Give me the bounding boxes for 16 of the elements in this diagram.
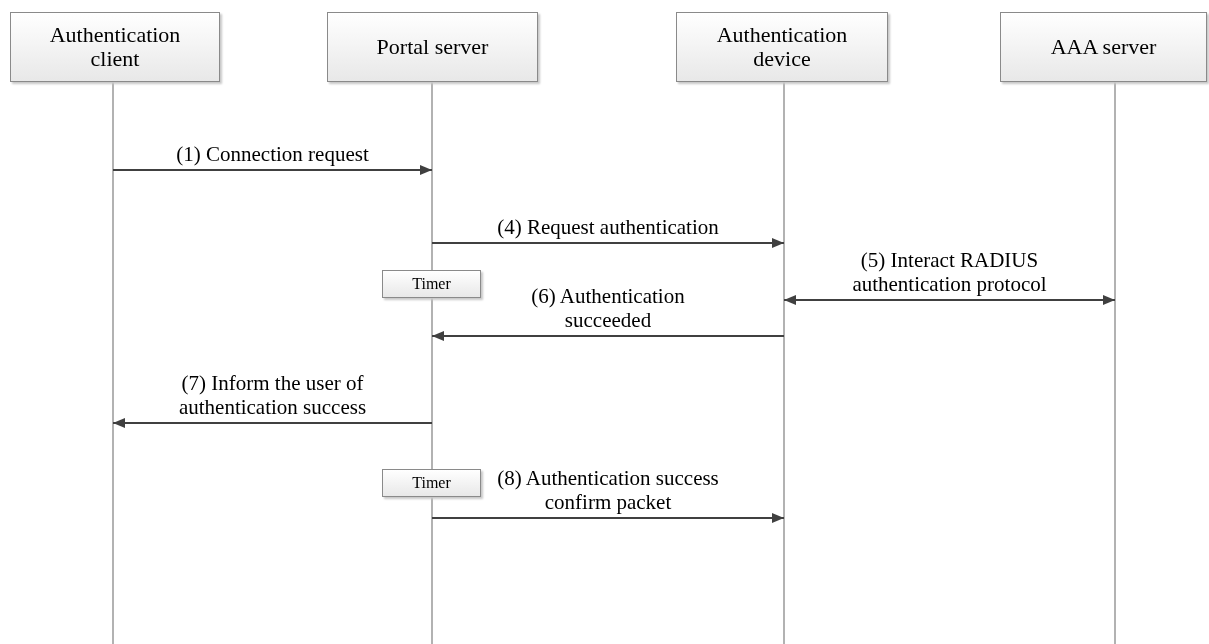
message-label: (5) Interact RADIUS authentication protocol [851,247,1048,296]
message-label: (8) Authentication success confirm packet [496,465,720,514]
participant-box: AAA server [1000,12,1207,82]
message-arrow [112,165,433,175]
participant-box: Portal server [327,12,538,82]
message-label: (4) Request authentication [496,214,720,239]
message-arrow [431,238,785,248]
message-arrow [783,295,1116,305]
message-arrow [112,418,433,428]
participant-box: Authentication client [10,12,220,82]
message-arrow [431,331,785,341]
message-label: (6) Authentication succeeded [530,283,686,332]
message-arrow [431,513,785,523]
message-label: (7) Inform the user of authentication success [177,370,368,419]
participant-box: Authentication device [676,12,888,82]
message-label: (1) Connection request [175,141,370,166]
